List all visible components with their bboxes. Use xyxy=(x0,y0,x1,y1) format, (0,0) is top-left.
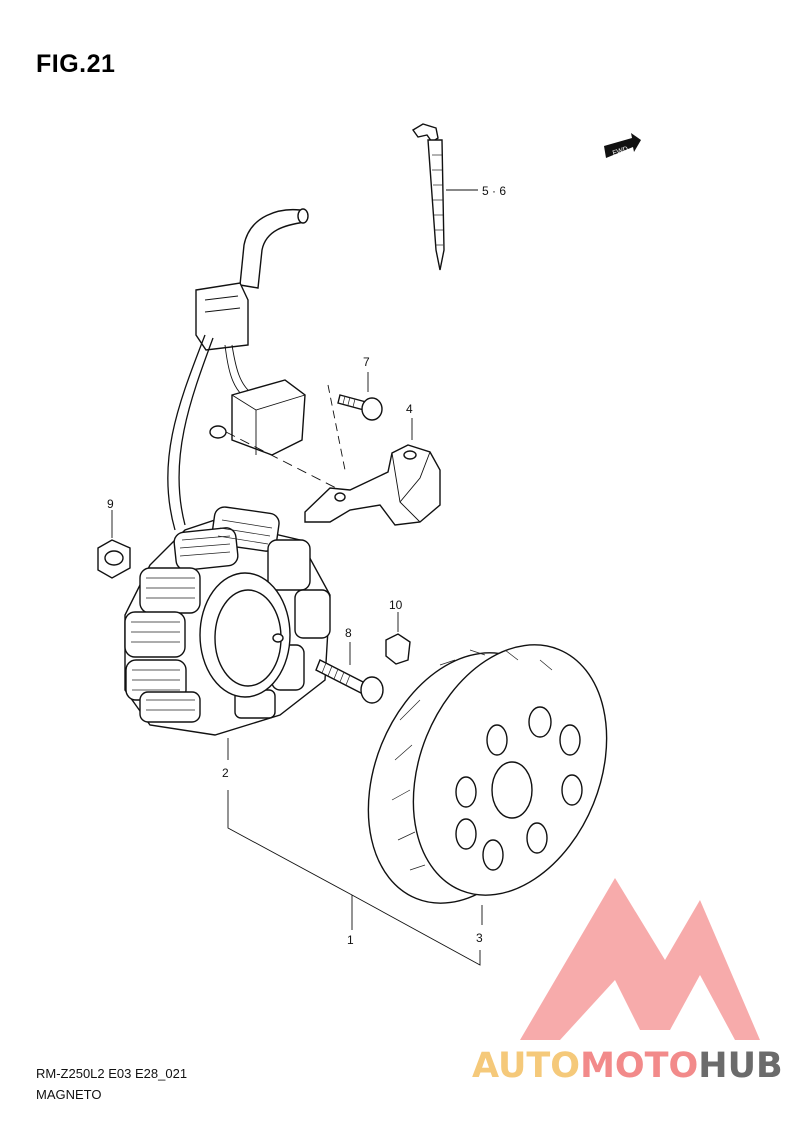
woodruff-key xyxy=(385,612,411,665)
assembly-bracket-lines xyxy=(227,790,481,966)
callout-2: 2 xyxy=(222,766,229,780)
model-code-label: RM-Z250L2 E03 E28_021 xyxy=(36,1066,188,1081)
watermark-logo xyxy=(520,878,760,1040)
callout-7: 7 xyxy=(363,355,370,369)
watermark-auto: AUTO xyxy=(472,1046,581,1086)
figure-title: FIG.21 xyxy=(36,50,116,78)
wire-harness xyxy=(167,208,341,531)
bolt-long xyxy=(315,642,384,704)
watermark-moto: MOTO xyxy=(580,1046,699,1086)
watermark-text: AUTOMOTOHUB xyxy=(472,1046,783,1086)
stator-coil xyxy=(124,506,331,760)
flywheel-rotor xyxy=(367,644,608,925)
section-name-label: MAGNETO xyxy=(36,1087,102,1102)
mounting-bracket xyxy=(304,418,441,526)
bolt-small xyxy=(327,372,383,471)
callout-10: 10 xyxy=(389,598,403,612)
flange-nut xyxy=(97,510,131,579)
fwd-label: FWD xyxy=(612,146,629,158)
cable-tie xyxy=(411,123,478,271)
fwd-arrow-icon: FWD xyxy=(604,133,641,158)
callout-3: 3 xyxy=(476,931,483,945)
callout-5-6: 5 · 6 xyxy=(482,184,506,198)
callout-1: 1 xyxy=(347,933,354,947)
callout-9: 9 xyxy=(107,497,114,511)
watermark-hub: HUB xyxy=(698,1046,783,1086)
callout-8: 8 xyxy=(345,626,352,640)
callout-4: 4 xyxy=(406,402,413,416)
